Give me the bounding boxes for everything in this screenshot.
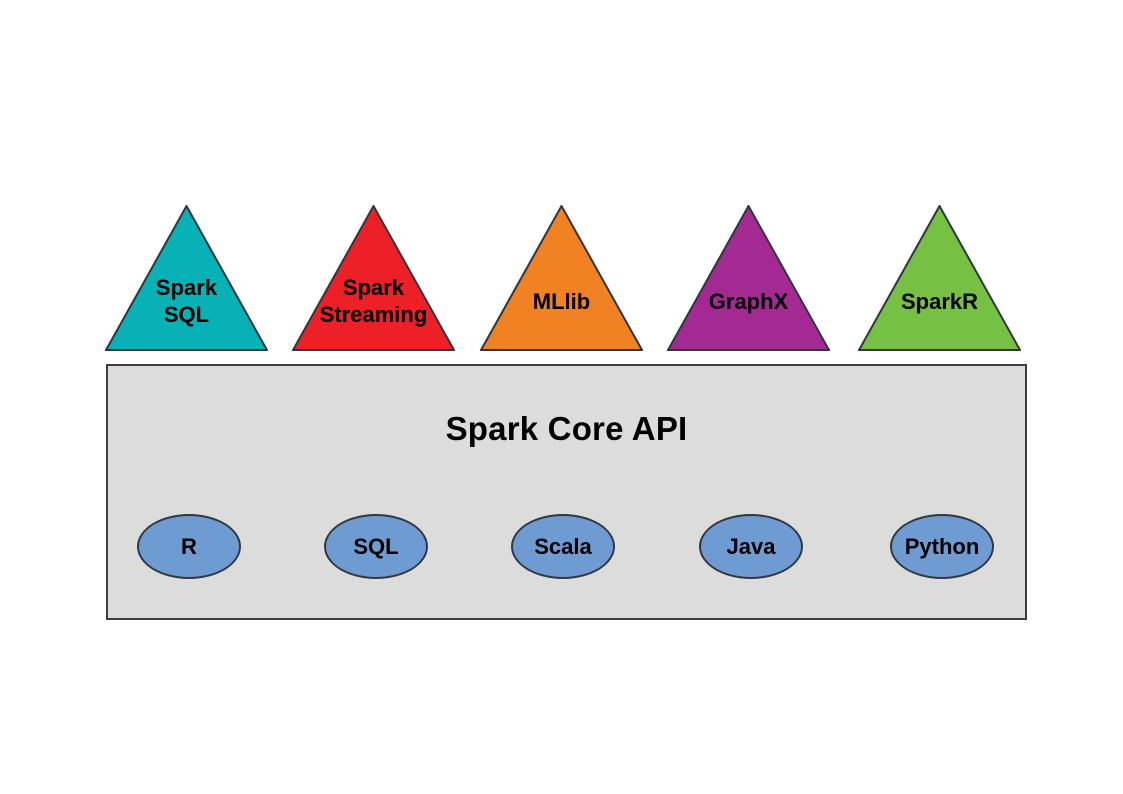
language-ellipse-label: Java bbox=[726, 533, 776, 559]
language-ellipse[interactable]: Java bbox=[699, 514, 803, 579]
language-ellipse-label: Scala bbox=[534, 533, 592, 559]
language-ellipse-label: Python bbox=[904, 533, 980, 559]
component-triangle[interactable]: SparkR bbox=[858, 205, 1021, 351]
language-ellipse-label: SQL bbox=[353, 533, 399, 559]
component-triangle[interactable]: GraphX bbox=[667, 205, 830, 351]
language-ellipse[interactable]: R bbox=[137, 514, 241, 579]
language-ellipse[interactable]: Scala bbox=[511, 514, 615, 579]
triangle-shape bbox=[292, 205, 455, 351]
triangle-shape bbox=[667, 205, 830, 351]
language-ellipse[interactable]: SQL bbox=[324, 514, 428, 579]
spark-core-api-panel: Spark Core API R SQL Scala Java Python bbox=[106, 364, 1027, 620]
spark-core-api-title: Spark Core API bbox=[445, 410, 688, 447]
triangle-shape bbox=[105, 205, 268, 351]
triangle-shape bbox=[858, 205, 1021, 351]
language-ellipse-label: R bbox=[181, 533, 197, 559]
component-triangle[interactable]: MLlib bbox=[480, 205, 643, 351]
triangle-shape bbox=[480, 205, 643, 351]
language-ellipse[interactable]: Python bbox=[890, 514, 994, 579]
